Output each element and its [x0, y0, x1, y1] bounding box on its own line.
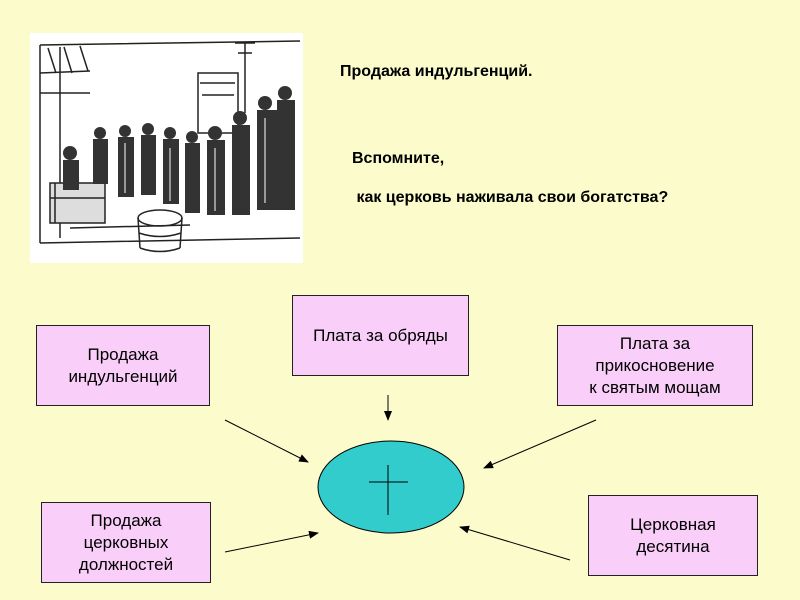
- box-indulgences-label: Продажа индульгенций: [68, 344, 178, 386]
- box-tithe-label: Церковная десятина: [630, 514, 716, 556]
- box-relics-label: Плата за прикосновение к святым мощам: [589, 333, 721, 397]
- box-relics: Плата за прикосновение к святым мощам: [557, 325, 753, 406]
- box-offices-label: Продажа церковных должностей: [78, 510, 174, 574]
- arrow-from-relics: [483, 419, 597, 469]
- question-prompt: Вспомните,: [352, 150, 445, 167]
- image-caption: Продажа индульгенций.: [340, 63, 533, 80]
- box-tithe: Церковная десятина: [588, 495, 758, 576]
- box-rites: Плата за обряды: [292, 295, 469, 376]
- arrow-from-offices: [224, 530, 319, 553]
- arrow-from-tithe: [459, 525, 571, 561]
- box-rites-label: Плата за обряды: [313, 325, 448, 345]
- question-text: как церковь наживала свои богатства?: [352, 189, 669, 206]
- box-indulgences: Продажа индульгенций: [36, 325, 210, 406]
- arrow-from-indulgences: [224, 419, 309, 463]
- church-center-ellipse: [317, 440, 465, 534]
- box-offices: Продажа церковных должностей: [41, 502, 211, 583]
- indulgence-sale-engraving: [30, 33, 303, 263]
